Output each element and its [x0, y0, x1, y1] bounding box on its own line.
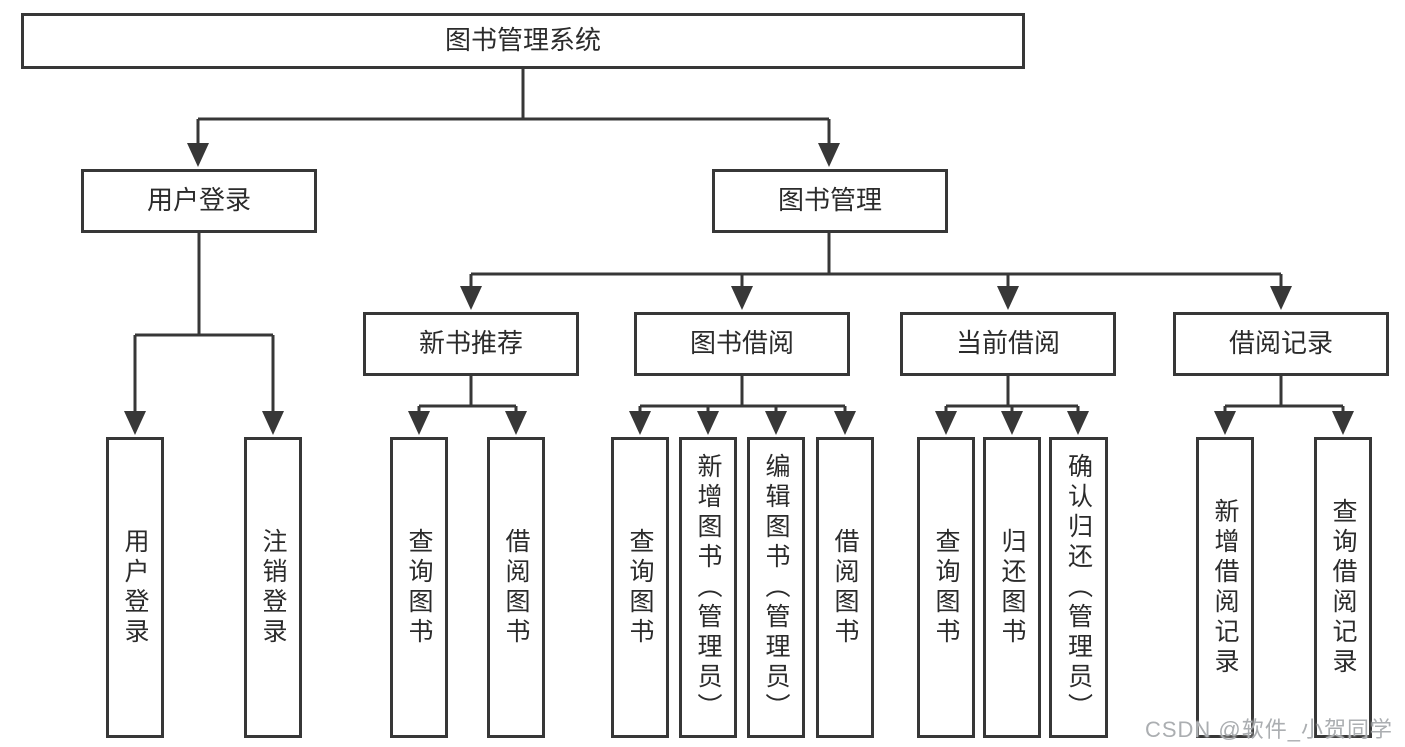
leaf-user-login: 用户登录	[106, 437, 164, 738]
leaf-return-books: 归还图书	[983, 437, 1041, 738]
arrowheads-level3	[460, 286, 1292, 310]
connector-root-to-level2	[196, 69, 831, 145]
csdn-watermark: CSDN @软件_小贺同学	[1144, 717, 1393, 742]
node-current-borrow: 当前借阅	[900, 312, 1116, 376]
connector-user-login-branch	[133, 233, 275, 413]
node-user-login: 用户登录	[81, 169, 317, 233]
leaf-confirm-return-admin: 确认归还（管理员）	[1049, 437, 1108, 738]
connector-book-management-to-level3	[469, 233, 1283, 288]
leaf-borrow-books-recommend: 借阅图书	[487, 437, 545, 738]
arrowheads-book-borrow-branch	[629, 411, 856, 435]
node-borrow-records: 借阅记录	[1173, 312, 1389, 376]
node-book-borrow: 图书借阅	[634, 312, 850, 376]
leaf-add-borrow-record: 新增借阅记录	[1196, 437, 1254, 738]
node-new-book-recommend: 新书推荐	[363, 312, 579, 376]
arrowheads-user-login-branch	[124, 411, 284, 435]
leaf-borrow-books: 借阅图书	[816, 437, 874, 738]
arrowheads-borrow-records-branch	[1214, 411, 1354, 435]
leaf-logout: 注销登录	[244, 437, 302, 738]
leaf-add-books-admin: 新增图书（管理员）	[679, 437, 737, 738]
leaf-query-books-borrow: 查询图书	[611, 437, 669, 738]
connector-new-book-branch	[417, 376, 518, 413]
leaf-query-borrow-record: 查询借阅记录	[1314, 437, 1372, 738]
node-book-management: 图书管理	[712, 169, 948, 233]
arrowheads-level2	[187, 143, 840, 167]
leaf-query-books-current: 查询图书	[917, 437, 975, 738]
leaf-edit-books-admin: 编辑图书（管理员）	[747, 437, 805, 738]
arrowheads-new-book-branch	[408, 411, 527, 435]
connector-book-borrow-branch	[638, 376, 847, 413]
arrowheads-current-borrow-branch	[935, 411, 1089, 435]
connector-borrow-records-branch	[1223, 376, 1345, 413]
connector-current-borrow-branch	[944, 376, 1080, 413]
leaf-query-books-recommend: 查询图书	[390, 437, 448, 738]
node-root-library-system: 图书管理系统	[21, 13, 1025, 69]
